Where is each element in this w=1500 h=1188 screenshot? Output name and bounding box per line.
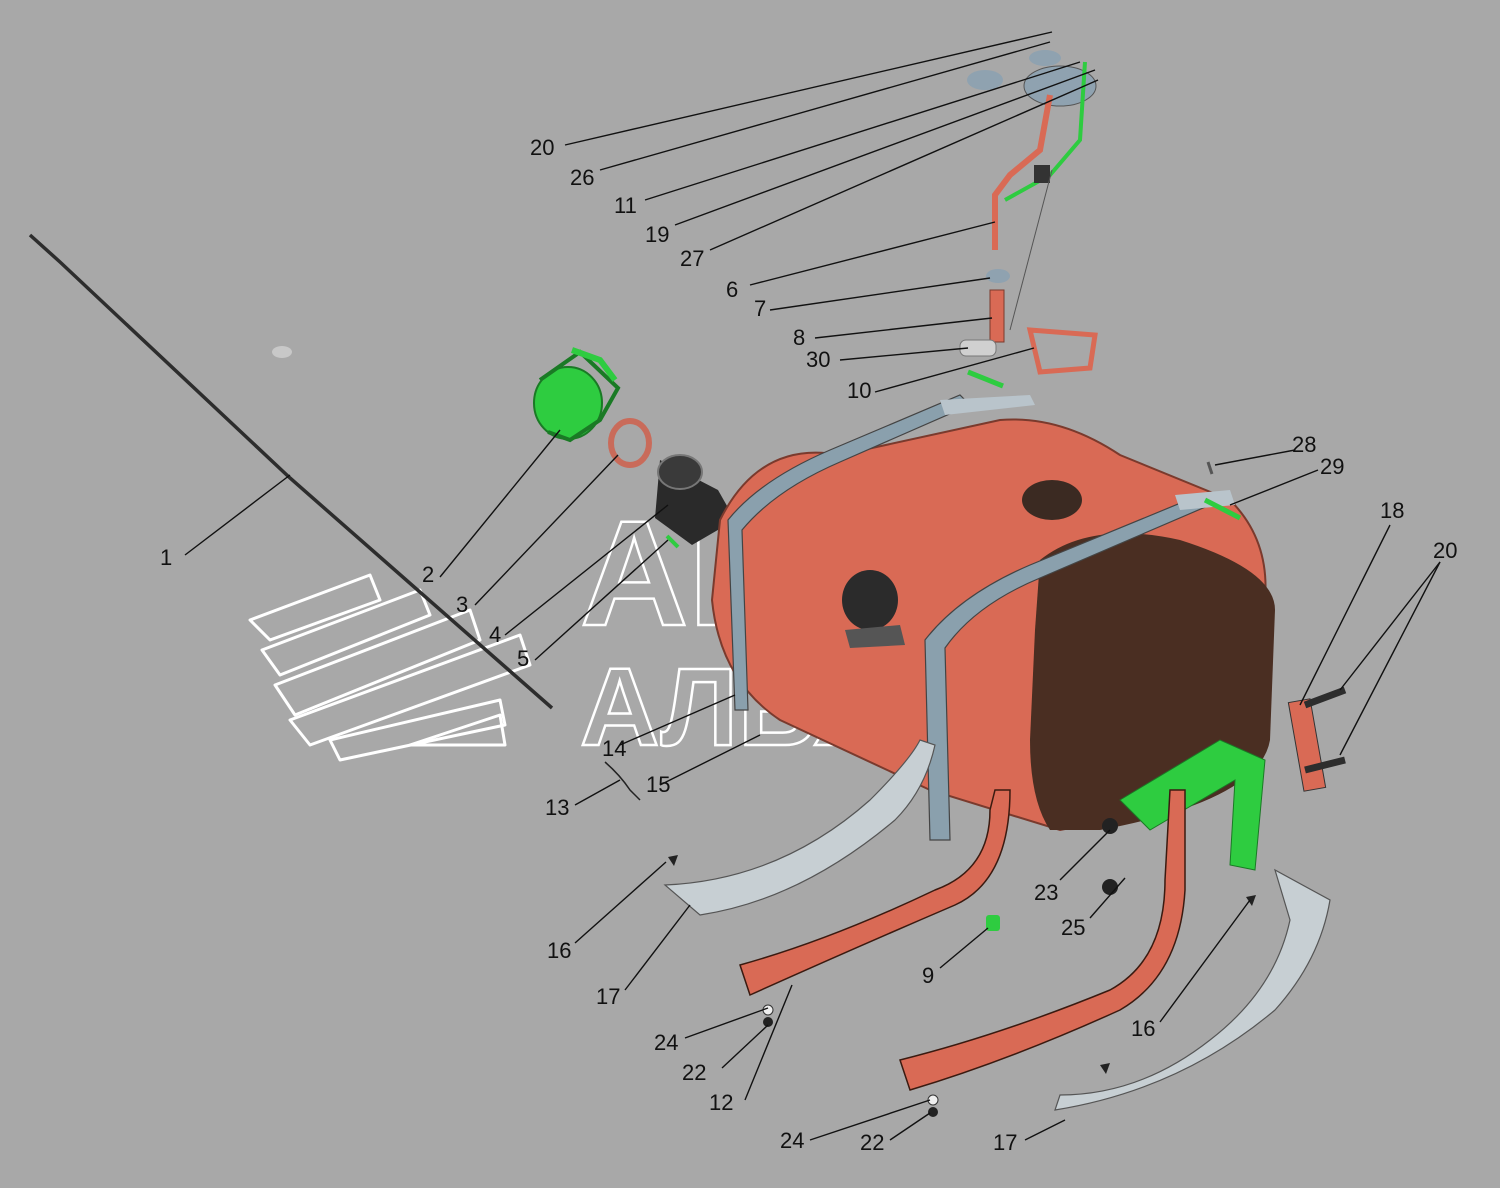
callout-label: 24 xyxy=(780,1128,804,1153)
callout-label: 2 xyxy=(422,562,434,587)
callout-label: 11 xyxy=(614,193,637,218)
callout-label: 3 xyxy=(456,592,468,617)
callout-label: 23 xyxy=(1034,880,1058,905)
frame-bracket-left xyxy=(739,789,1011,997)
callout-label: 17 xyxy=(596,984,620,1009)
callout-label: 26 xyxy=(570,165,594,190)
sensor-box xyxy=(1034,165,1050,183)
green-bracket xyxy=(1119,739,1266,871)
lower-strap-left xyxy=(663,739,936,916)
green-bar-top xyxy=(967,369,1004,389)
callout-label: 13 xyxy=(545,795,569,820)
nut-22b xyxy=(928,1107,938,1117)
bolt-16c xyxy=(1100,1063,1110,1074)
callout-label: 4 xyxy=(489,622,501,647)
flange-gasket xyxy=(1026,327,1098,375)
callout-label: 28 xyxy=(1292,432,1316,457)
green-bar-29 xyxy=(1203,497,1242,521)
callout-labels: 20 26 11 19 27 6 7 8 30 10 1 2 3 4 5 14 … xyxy=(160,135,1457,1155)
callout-label: 6 xyxy=(726,277,738,302)
callout-label: 22 xyxy=(860,1130,884,1155)
sensor-wire xyxy=(1009,169,1053,331)
callout-label: 5 xyxy=(517,646,529,671)
tank-strap-left xyxy=(727,394,1035,711)
fuel-pipe-red xyxy=(992,94,1053,250)
cover-plate xyxy=(967,70,1003,90)
filler-cap xyxy=(533,347,621,443)
callout-label: 16 xyxy=(547,938,571,963)
bolt-16a xyxy=(668,855,678,866)
filler-ring xyxy=(608,418,652,468)
nut-25 xyxy=(1102,879,1118,895)
bolt-28 xyxy=(1206,461,1214,475)
callout-label: 15 xyxy=(646,772,670,797)
callout-label: 10 xyxy=(847,378,871,403)
filter-sleeve xyxy=(959,339,997,357)
nut-23 xyxy=(1102,818,1118,834)
washer xyxy=(986,269,1010,283)
callout-label: 7 xyxy=(754,296,766,321)
callout-label: 27 xyxy=(680,246,704,271)
callout-label: 19 xyxy=(645,222,669,247)
mount-plate xyxy=(1287,698,1327,792)
bolt-lower xyxy=(1304,756,1346,774)
callout-label: 14 xyxy=(602,736,626,761)
filler-neck-tube xyxy=(655,454,735,545)
callout-label: 30 xyxy=(806,347,830,372)
callout-label: 24 xyxy=(654,1030,678,1055)
plug-9 xyxy=(986,915,1000,931)
callout-label: 9 xyxy=(922,963,934,988)
bolt-16b xyxy=(1246,895,1256,906)
callout-label: 16 xyxy=(1131,1016,1155,1041)
callout-label: 12 xyxy=(709,1090,733,1115)
fuel-gauge-rod xyxy=(28,233,554,710)
fuel-pipe-green xyxy=(1004,61,1087,202)
lower-strap-right xyxy=(1054,868,1331,1111)
bolt-upper xyxy=(1303,686,1347,709)
bushing xyxy=(272,346,292,358)
callout-label: 18 xyxy=(1380,498,1404,523)
nut-22a xyxy=(763,1017,773,1027)
callout-label: 17 xyxy=(993,1130,1017,1155)
callout-label: 29 xyxy=(1320,454,1344,479)
callout-label: 25 xyxy=(1061,915,1085,940)
callout-label: 22 xyxy=(682,1060,706,1085)
pin xyxy=(665,534,680,549)
callout-label: 8 xyxy=(793,325,805,350)
callout-label: 20 xyxy=(530,135,554,160)
frame-bracket-right xyxy=(899,789,1186,1091)
filter-tube xyxy=(989,289,1005,343)
spring-clip-13 xyxy=(604,761,641,801)
callout-label: 20 xyxy=(1433,538,1457,563)
leader-lines xyxy=(184,31,1441,1141)
callout-label: 1 xyxy=(160,545,172,570)
